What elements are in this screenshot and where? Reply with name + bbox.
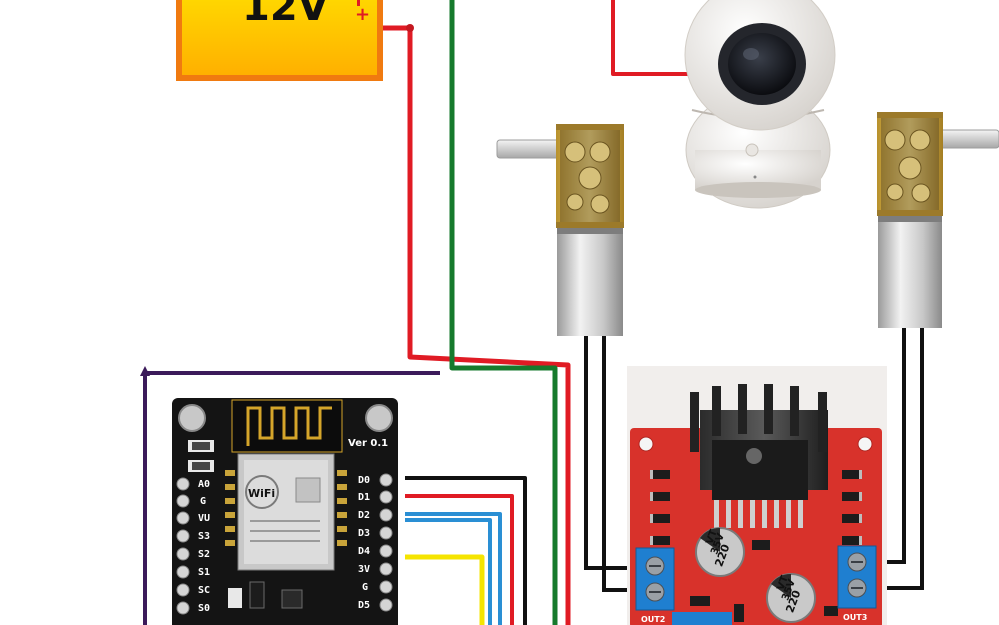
right-pin-header <box>379 473 393 612</box>
pin-label-right-3: D3 <box>358 528 370 539</box>
pin-label-right-0: D0 <box>358 475 370 486</box>
camera <box>684 0 836 209</box>
wire-signal-d4 <box>405 554 485 625</box>
battery-voltage-label: 12V <box>242 0 329 30</box>
pin-label-left-4: S2 <box>198 549 210 560</box>
left-pin-header <box>176 477 190 615</box>
wire-ground-green <box>449 0 558 625</box>
pin-label-right-5: 3V <box>358 564 370 575</box>
wire-signal-d2 <box>405 512 502 625</box>
esp-module: WiFi <box>237 453 335 571</box>
wire-camera-power <box>611 0 700 76</box>
battery-12v: 12V + <box>176 0 383 81</box>
label-out3: OUT3 <box>843 613 867 622</box>
wire-battery-positive <box>383 24 571 625</box>
pin-label-left-1: G <box>200 496 206 507</box>
capacitor-left: 220 35V VT <box>695 527 745 577</box>
pin-label-left-5: S1 <box>198 567 210 578</box>
wire-purple-enable <box>140 366 440 625</box>
cap-left-series: VT <box>704 528 719 546</box>
pin-label-left-3: S3 <box>198 531 210 542</box>
pin-label-right-4: D4 <box>358 546 370 557</box>
wire-signal-d3 <box>405 518 492 625</box>
pin-label-left-0: A0 <box>198 479 210 490</box>
pin-label-left-6: SC <box>198 585 210 596</box>
motor-driver-board: 220 35V VT 220 35V VT OUT2 <box>627 366 887 625</box>
cap-right-series: VT <box>775 574 790 592</box>
gear-motor-left <box>496 124 624 336</box>
pin-label-right-6: G <box>362 582 368 593</box>
pin-label-right-7: D5 <box>358 600 370 611</box>
battery-plus-label: + <box>355 4 370 25</box>
wifi-logo-text: WiFi <box>248 487 275 500</box>
nodemcu-board: Ver 0.1 WiFi <box>172 398 398 625</box>
wire-signal-d1 <box>405 494 514 625</box>
heatsink <box>690 384 828 500</box>
terminal-out-right: OUT3 <box>837 545 877 622</box>
pin-label-left-2: VU <box>198 513 210 524</box>
terminal-out-left: OUT2 <box>635 547 675 624</box>
wire-signal-d0 <box>405 476 527 625</box>
label-out2: OUT2 <box>641 615 665 624</box>
pin-label-left-7: S0 <box>198 603 210 614</box>
version-label: Ver 0.1 <box>348 438 388 449</box>
capacitor-right: 220 35V VT <box>766 573 816 623</box>
pin-label-right-1: D1 <box>358 492 370 503</box>
pin-label-right-2: D2 <box>358 510 370 521</box>
gear-motor-right <box>877 112 999 328</box>
wifi-antenna <box>231 399 343 453</box>
